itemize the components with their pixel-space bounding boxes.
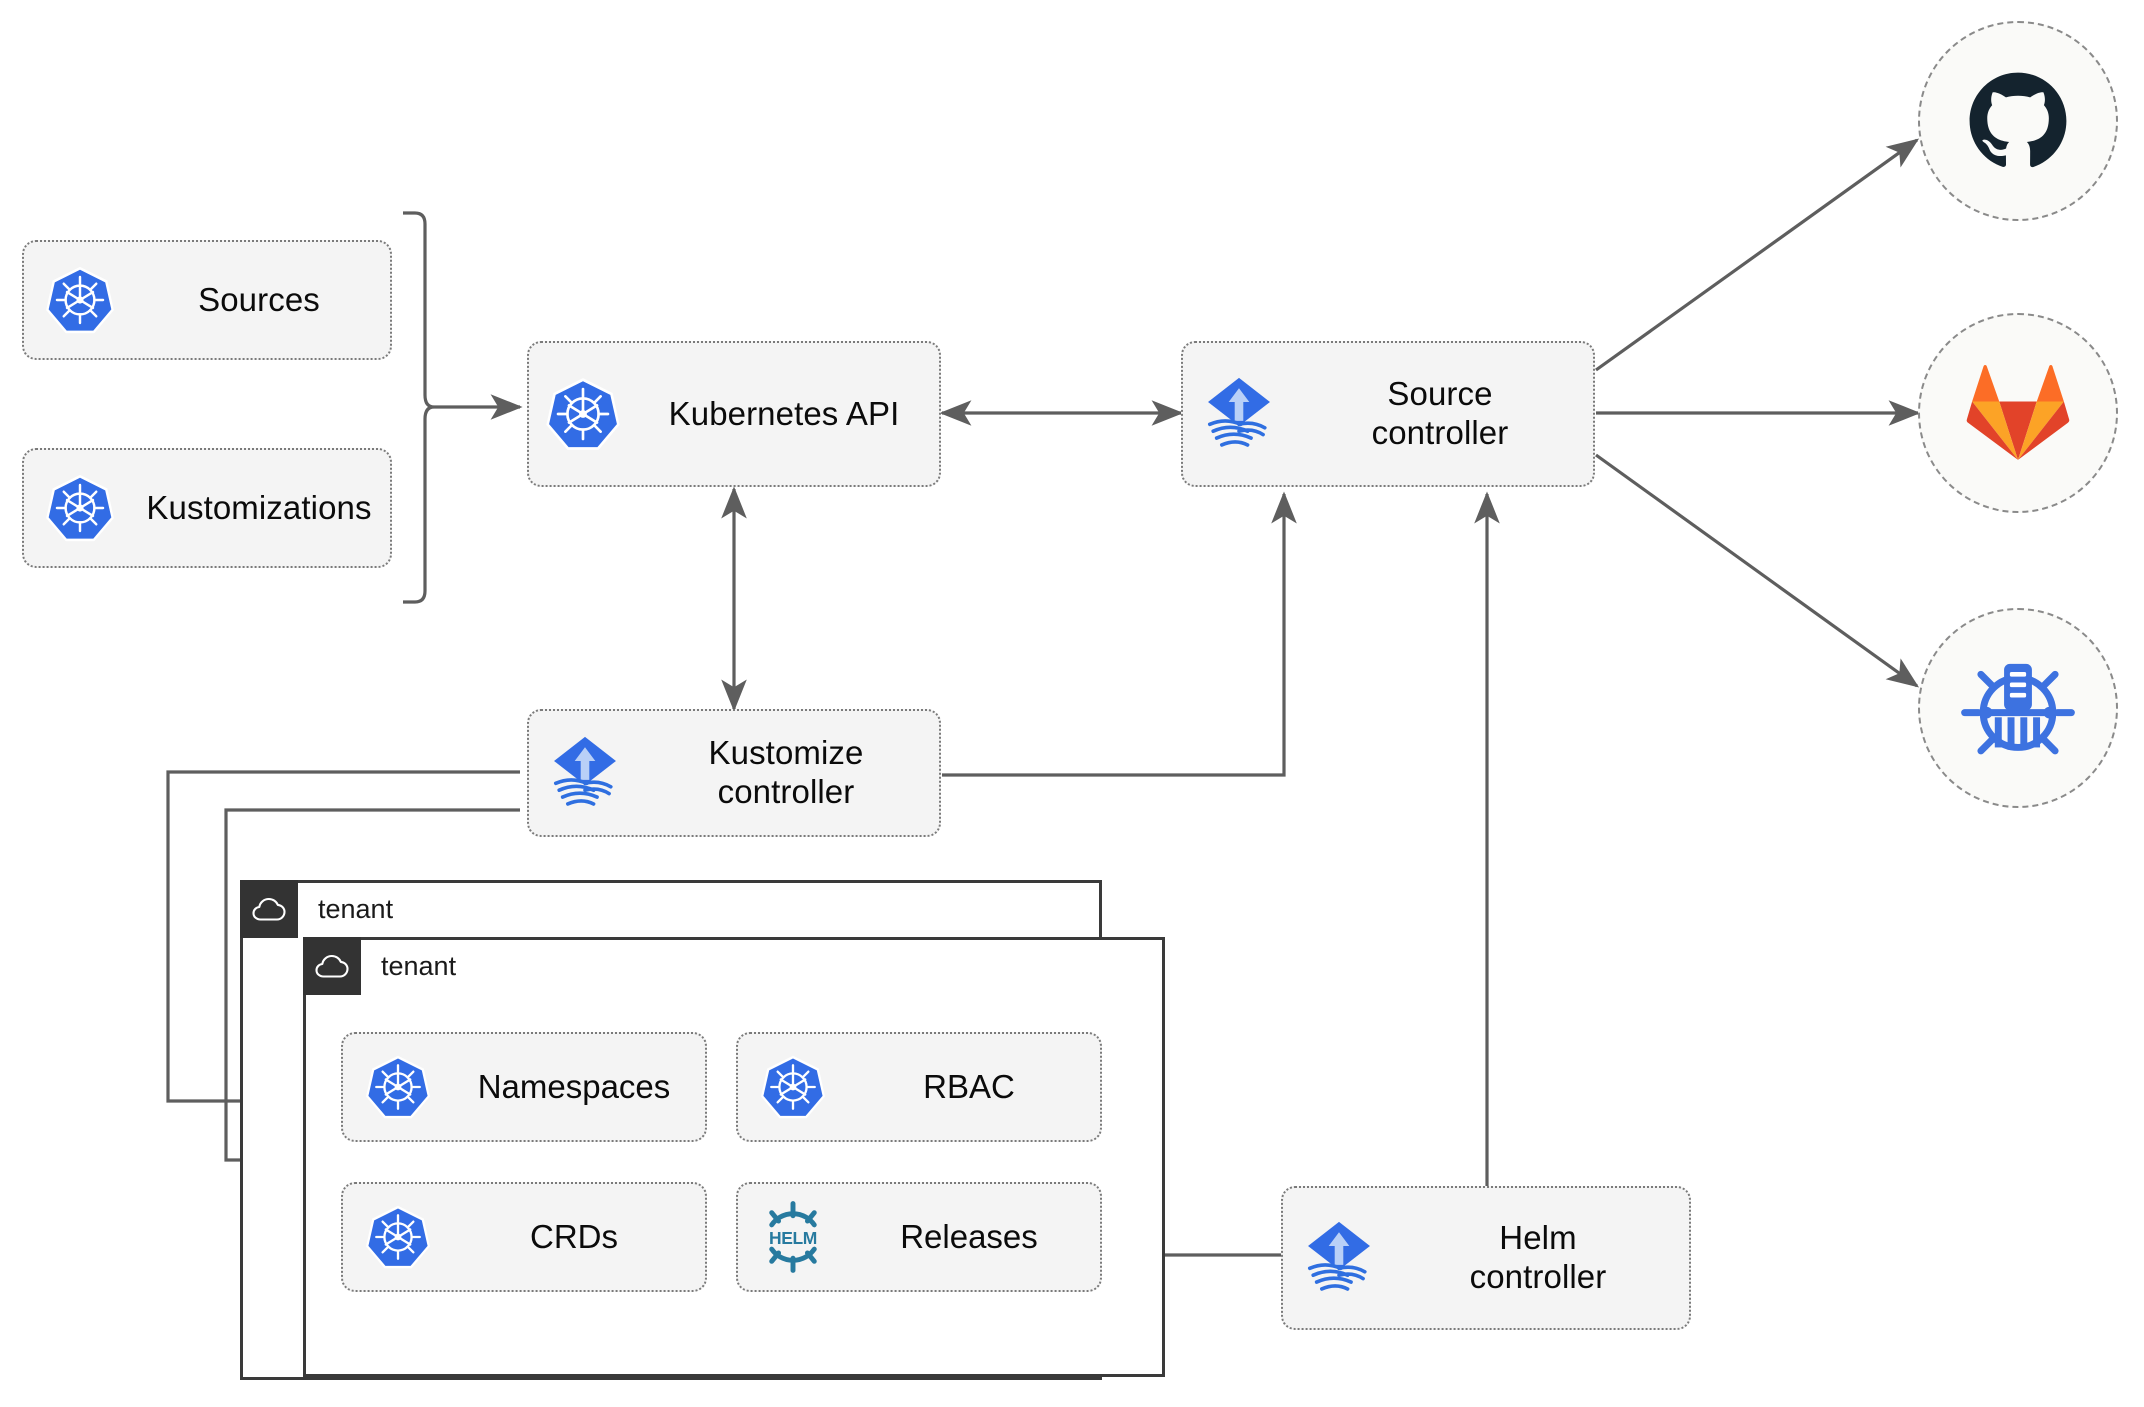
chip-crds[interactable]: CRDs xyxy=(341,1182,707,1292)
tenant-header-front: tenant xyxy=(303,937,456,995)
chip-namespaces-label: Namespaces xyxy=(477,1068,671,1105)
kubernetes-icon xyxy=(529,375,637,453)
node-kustomize-controller-line1: Kustomize xyxy=(708,734,864,772)
node-source-controller-label: Source controller xyxy=(1295,375,1593,453)
flux-icon xyxy=(529,730,641,816)
bucket-icon xyxy=(1960,650,2076,766)
kubernetes-icon xyxy=(24,264,136,336)
node-helm-controller-line2: controller xyxy=(1469,1258,1607,1295)
edge-source-controller-to-bucket xyxy=(1595,453,1920,688)
chip-rbac[interactable]: RBAC xyxy=(736,1032,1102,1142)
node-source-controller[interactable]: Source controller xyxy=(1181,341,1595,487)
node-source-controller-line1: Source xyxy=(1387,375,1493,413)
flux-icon xyxy=(1283,1215,1395,1301)
flux-icon xyxy=(1183,371,1295,457)
tenant-header-back: tenant xyxy=(240,880,393,938)
provider-bucket[interactable] xyxy=(1918,608,2118,808)
node-kustomizations-label: Kustomizations xyxy=(146,488,372,526)
node-sources-label: Sources xyxy=(198,280,320,318)
chip-releases[interactable]: HELM Releases xyxy=(736,1182,1102,1292)
node-kustomize-controller[interactable]: Kustomize controller xyxy=(527,709,941,837)
helm-icon: HELM xyxy=(738,1199,848,1275)
gitlab-icon xyxy=(1965,364,2071,462)
kubernetes-icon xyxy=(24,472,136,544)
provider-gitlab[interactable] xyxy=(1918,313,2118,513)
provider-github[interactable] xyxy=(1918,21,2118,221)
svg-text:HELM: HELM xyxy=(769,1228,817,1248)
node-kustomize-controller-line2: controller xyxy=(717,773,855,810)
node-helm-controller[interactable]: Helm controller xyxy=(1281,1186,1691,1330)
node-source-controller-line2: controller xyxy=(1371,414,1509,451)
cloud-icon xyxy=(303,937,361,995)
node-kubernetes-api[interactable]: Kubernetes API xyxy=(527,341,941,487)
tenant-name-back: tenant xyxy=(318,893,394,924)
node-helm-controller-label: Helm controller xyxy=(1395,1219,1689,1297)
kubernetes-icon xyxy=(738,1053,848,1121)
edge-source-controller-to-github xyxy=(1595,138,1920,372)
tenant-name-front: tenant xyxy=(381,950,457,981)
node-kubernetes-api-label: Kubernetes API xyxy=(668,394,900,432)
node-kustomize-controller-label: Kustomize controller xyxy=(641,734,939,812)
chip-rbac-label: RBAC xyxy=(923,1068,1015,1105)
node-sources[interactable]: Sources xyxy=(22,240,392,360)
tenant-container-front: tenant xyxy=(303,937,1165,1377)
chip-crds-label: CRDs xyxy=(530,1218,618,1255)
edge-inputs-bracket xyxy=(403,211,435,604)
edge-kustomize-controller-to-source-controller xyxy=(942,491,1297,777)
chip-releases-label: Releases xyxy=(900,1218,1038,1255)
chip-namespaces[interactable]: Namespaces xyxy=(341,1032,707,1142)
node-kustomizations[interactable]: Kustomizations xyxy=(22,448,392,568)
kubernetes-icon xyxy=(343,1053,453,1121)
kubernetes-icon xyxy=(343,1203,453,1271)
node-helm-controller-line1: Helm xyxy=(1499,1219,1577,1257)
cloud-icon xyxy=(240,880,298,938)
github-icon xyxy=(1963,66,2073,176)
